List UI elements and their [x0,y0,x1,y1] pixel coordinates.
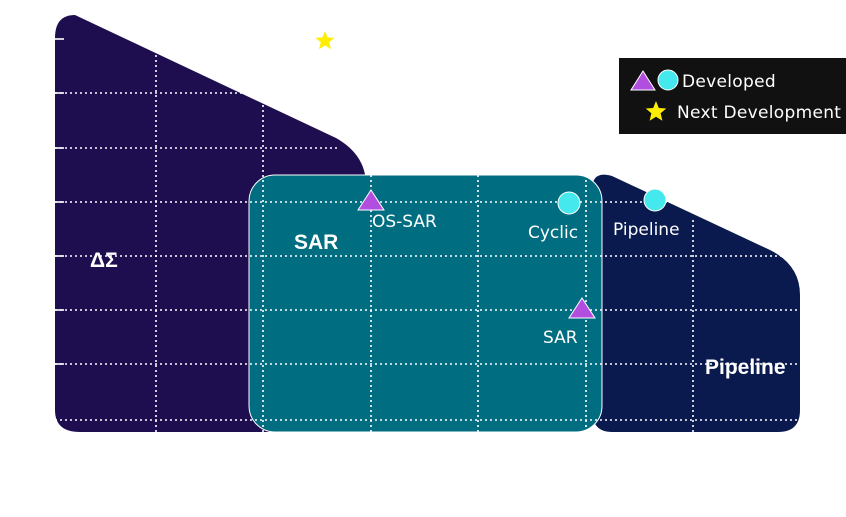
pipeline-region [592,174,800,432]
cyclic-label: Cyclic [528,223,578,243]
legend-star-icon [645,101,667,121]
legend-next-development-label: Next Development [677,103,841,123]
grid [55,55,800,432]
sar-region [248,174,603,433]
cyclic-circle-icon [557,191,581,215]
legend-triangle-icon [630,70,656,91]
sar-triangle-icon [568,297,596,319]
axis-ticks [55,38,64,365]
sar-region-label: SAR [294,231,338,254]
delta-sigma-label: ΔΣ [90,249,118,272]
pipeline-circle-icon [643,188,667,212]
next-development-star-icon [315,31,335,50]
legend-box [619,58,846,134]
os-sar-triangle-icon [357,189,385,211]
legend-developed-label: Developed [682,72,776,92]
legend: Developed Next Development [619,58,846,134]
os-sar-label: OS-SAR [372,212,437,232]
legend-circle-icon [657,69,679,91]
pipeline-marker-label: Pipeline [613,220,680,240]
pipeline-region-label: Pipeline [705,356,786,379]
sar-marker-label: SAR [543,328,578,348]
